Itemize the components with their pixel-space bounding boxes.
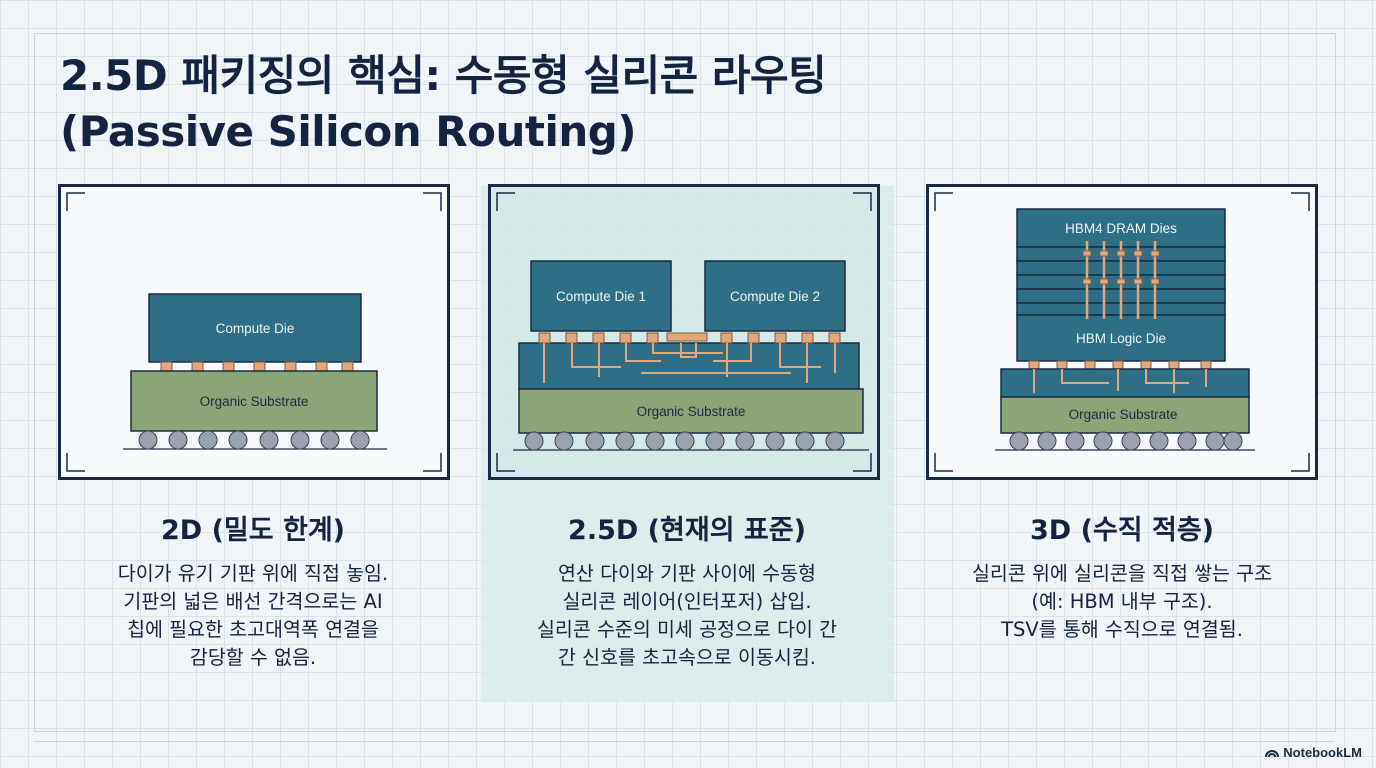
substrate-label: Organic Substrate — [200, 394, 309, 409]
panel-2d: Compute Die Organic Substrate — [58, 184, 450, 480]
compute-die — [148, 293, 362, 363]
notebooklm-logo-icon — [1265, 749, 1280, 757]
hbm-dram-label: HBM4 DRAM Dies — [1065, 221, 1177, 236]
compute-die-2-label: Compute Die 2 — [730, 289, 820, 304]
substrate-label-3: Organic Substrate — [1069, 407, 1178, 422]
panel-3d: HBM4 DRAM Dies HBM Logic Die Organic Sub… — [926, 184, 1318, 480]
brand-badge: NotebookLM — [1265, 745, 1362, 760]
organic-substrate — [518, 388, 864, 434]
content-frame — [34, 33, 1336, 732]
footer-divider — [34, 741, 1334, 742]
compute-die-label: Compute Die — [216, 321, 295, 336]
substrate-label-2: Organic Substrate — [637, 404, 746, 419]
body-3d-line: 실리콘 위에 실리콘을 직접 쌓는 구조 — [971, 562, 1273, 585]
diagram-2-5d: Compute Die 1 Compute Die 2 Organic Subs… — [496, 192, 872, 472]
hbm-logic-label: HBM Logic Die — [1076, 331, 1166, 346]
diagram-3d: HBM4 DRAM Dies HBM Logic Die Organic Sub… — [934, 192, 1310, 472]
page-title: 2.5D 패키징의 핵심: 수동형 실리콘 라우팅 (Passive Silic… — [60, 48, 827, 160]
organic-substrate — [130, 370, 378, 432]
brand-name: NotebookLM — [1283, 745, 1362, 760]
body-2-5d-line: 실리콘 수준의 미세 공정으로 다이 간 — [536, 618, 838, 641]
body-2-5d-line: 간 신호를 초고속으로 이동시킴. — [557, 646, 816, 669]
body-2d-line: 칩에 필요한 초고대역폭 연결을 — [127, 618, 379, 641]
body-2d-line: 다이가 유기 기판 위에 직접 놓임. — [117, 562, 389, 585]
body-3d-line: (예: HBM 내부 구조). — [1031, 590, 1213, 613]
diagram-2d: Compute Die Organic Substrate — [66, 192, 442, 472]
heading-2-5d: 2.5D (현재의 표준) — [568, 515, 806, 546]
body-2d-line: 기판의 넓은 배선 간격으로는 AI — [123, 590, 383, 613]
body-3d: 실리콘 위에 실리콘을 직접 쌓는 구조 (예: HBM 내부 구조). TSV… — [912, 560, 1332, 644]
organic-substrate — [1000, 396, 1250, 434]
title-line-1: 2.5D 패키징의 핵심: 수동형 실리콘 라우팅 — [60, 51, 827, 100]
body-2-5d-line: 연산 다이와 기판 사이에 수동형 — [557, 562, 816, 585]
title-line-2: (Passive Silicon Routing) — [60, 107, 637, 156]
body-2d-line: 감당할 수 없음. — [189, 646, 317, 669]
compute-die-1-label: Compute Die 1 — [556, 289, 646, 304]
panel-2-5d: Compute Die 1 Compute Die 2 Organic Subs… — [488, 184, 880, 480]
body-2d: 다이가 유기 기판 위에 직접 놓임. 기판의 넓은 배선 간격으로는 AI 칩… — [43, 560, 463, 672]
heading-2d: 2D (밀도 한계) — [160, 515, 346, 546]
body-3d-line: TSV를 통해 수직으로 연결됨. — [1001, 618, 1243, 641]
body-2-5d: 연산 다이와 기판 사이에 수동형 실리콘 레이어(인터포저) 삽입. 실리콘 … — [477, 560, 897, 672]
body-2-5d-line: 실리콘 레이어(인터포저) 삽입. — [562, 590, 812, 613]
heading-3d: 3D (수직 적층) — [1029, 515, 1215, 546]
